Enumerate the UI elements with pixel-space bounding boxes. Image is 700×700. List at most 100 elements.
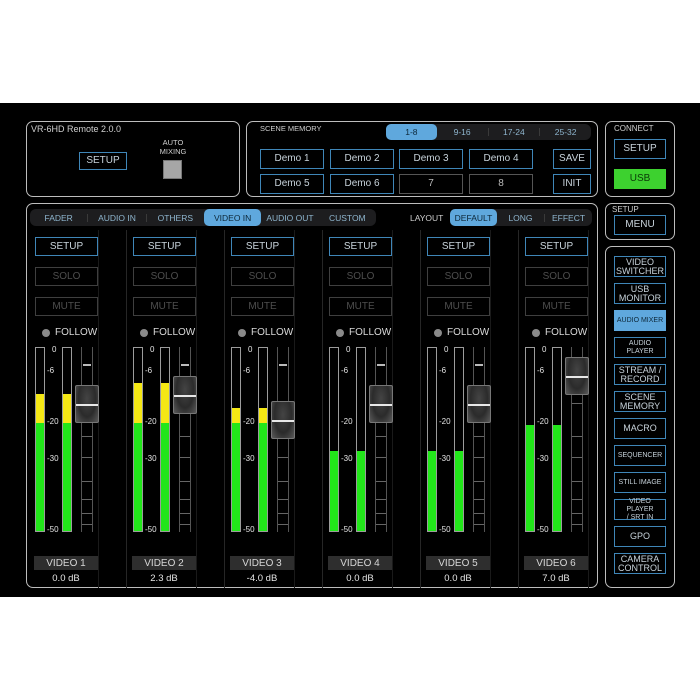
scene-slot-7[interactable]: 7: [399, 174, 463, 194]
channel-mute-button[interactable]: MUTE: [231, 297, 294, 316]
channel-follow-toggle[interactable]: FOLLOW: [238, 327, 293, 338]
auto-mixing-label: AUTO MIXING: [156, 138, 190, 156]
fader-scale-tick: [572, 457, 582, 458]
scene-save-button[interactable]: SAVE: [553, 149, 591, 169]
scene-slot-4[interactable]: Demo 4: [469, 149, 533, 169]
tab-audio-out[interactable]: AUDIO OUT: [266, 212, 314, 223]
fader-scale-tick: [475, 364, 483, 366]
level-meter-right: [258, 347, 268, 532]
channel-solo-button[interactable]: SOLO: [427, 267, 490, 286]
meter-scale-label: -6: [537, 366, 545, 375]
fader-track[interactable]: [179, 347, 191, 532]
channel-mute-button[interactable]: MUTE: [427, 297, 490, 316]
tab-fader[interactable]: FADER: [44, 212, 73, 223]
channel-follow-toggle[interactable]: FOLLOW: [336, 327, 391, 338]
channel-setup-button[interactable]: SETUP: [329, 237, 392, 256]
fader-knob[interactable]: [75, 385, 99, 423]
channel-solo-button[interactable]: SOLO: [133, 267, 196, 286]
meter-green-segment: [259, 421, 267, 531]
fader-knob-line: [566, 376, 588, 378]
channel-separator: [322, 230, 323, 588]
setup-menu-button[interactable]: MENU: [614, 215, 666, 235]
meter-scale-label: -20: [47, 417, 59, 426]
channel-setup-button[interactable]: SETUP: [35, 237, 98, 256]
nav-item-video-player-srt-in[interactable]: VIDEO PLAYER/ SRT IN: [614, 498, 666, 521]
nav-item-audio-mixer[interactable]: AUDIO MIXER: [614, 310, 666, 331]
fader-knob[interactable]: [173, 375, 197, 414]
fader-track[interactable]: [375, 347, 387, 532]
channel-mute-button[interactable]: MUTE: [329, 297, 392, 316]
channel-mute-button[interactable]: MUTE: [35, 297, 98, 316]
connect-setup-button[interactable]: SETUP: [614, 139, 666, 159]
usb-connect-button[interactable]: USB: [614, 169, 666, 189]
fader-scale-tick: [279, 364, 287, 366]
bank-17-24[interactable]: 17-24: [503, 127, 525, 137]
fader-track[interactable]: [81, 347, 93, 532]
channel-solo-button[interactable]: SOLO: [35, 267, 98, 286]
nav-item-stream-record[interactable]: STREAM /RECORD: [614, 364, 666, 385]
layout-long[interactable]: LONG: [508, 212, 533, 223]
app-setup-button[interactable]: SETUP: [79, 152, 127, 170]
channel-name: VIDEO 6: [524, 556, 588, 570]
fader-knob[interactable]: [467, 385, 491, 423]
channel-follow-toggle[interactable]: FOLLOW: [532, 327, 587, 338]
tab-others[interactable]: OTHERS: [157, 212, 194, 223]
channel-follow-toggle[interactable]: FOLLOW: [42, 327, 97, 338]
layout-default[interactable]: DEFAULT: [450, 209, 497, 226]
scene-slot-6[interactable]: Demo 6: [330, 174, 394, 194]
fader-track[interactable]: [277, 347, 289, 532]
meter-scale-label: 0: [444, 345, 449, 354]
nav-item-sequencer[interactable]: SEQUENCER: [614, 445, 666, 466]
channel-setup-button[interactable]: SETUP: [133, 237, 196, 256]
scene-slot-8[interactable]: 8: [469, 174, 533, 194]
channel-follow-toggle[interactable]: FOLLOW: [140, 327, 195, 338]
tab-video-in[interactable]: VIDEO IN: [203, 209, 262, 226]
channel-setup-button[interactable]: SETUP: [231, 237, 294, 256]
channel-mute-button[interactable]: MUTE: [133, 297, 196, 316]
follow-label: FOLLOW: [153, 327, 196, 338]
fader-scale-tick: [278, 499, 288, 500]
scene-slot-2[interactable]: Demo 2: [330, 149, 394, 169]
channel-setup-button[interactable]: SETUP: [427, 237, 490, 256]
scene-slot-3[interactable]: Demo 3: [399, 149, 463, 169]
channel-separator: [588, 230, 589, 588]
fader-knob[interactable]: [565, 357, 589, 395]
channel-mute-button[interactable]: MUTE: [525, 297, 588, 316]
scene-init-button[interactable]: INIT: [553, 174, 591, 194]
fader-scale-tick: [180, 436, 190, 437]
meter-scale-label: -20: [341, 417, 353, 426]
fader-knob[interactable]: [369, 385, 393, 423]
nav-item-macro[interactable]: MACRO: [614, 418, 666, 439]
tab-custom[interactable]: CUSTOM: [328, 212, 366, 223]
follow-label: FOLLOW: [447, 327, 490, 338]
layout-effect[interactable]: EFFECT: [551, 212, 586, 223]
channel-solo-button[interactable]: SOLO: [231, 267, 294, 286]
fader-scale-tick: [572, 403, 582, 404]
tab-audio-in[interactable]: AUDIO IN: [98, 212, 136, 223]
channel-setup-button[interactable]: SETUP: [525, 237, 588, 256]
nav-item-still-image[interactable]: STILL IMAGE: [614, 472, 666, 493]
fader-scale-tick: [82, 457, 92, 458]
mixer-tab-bar: FADER AUDIO IN OTHERS VIDEO IN AUDIO OUT…: [30, 209, 376, 226]
fader-track[interactable]: [473, 347, 485, 532]
scene-slot-1[interactable]: Demo 1: [260, 149, 324, 169]
scene-slot-5[interactable]: Demo 5: [260, 174, 324, 194]
channel-solo-button[interactable]: SOLO: [329, 267, 392, 286]
auto-mixing-toggle[interactable]: [163, 160, 182, 179]
scene-bank-selector: 1-8 9-16 17-24 25-32: [386, 124, 591, 140]
bank-1-8[interactable]: 1-8: [386, 124, 437, 140]
nav-item-audio-player[interactable]: AUDIO PLAYER: [614, 337, 666, 358]
nav-item-label: GPO: [629, 531, 650, 541]
nav-item-gpo[interactable]: GPO: [614, 526, 666, 547]
level-meter-right: [454, 347, 464, 532]
channel-follow-toggle[interactable]: FOLLOW: [434, 327, 489, 338]
bank-25-32[interactable]: 25-32: [554, 127, 577, 137]
bank-9-16[interactable]: 9-16: [453, 127, 471, 137]
fader-knob[interactable]: [271, 401, 295, 439]
channel-solo-button[interactable]: SOLO: [525, 267, 588, 286]
meter-yellow-segment: [232, 408, 240, 423]
